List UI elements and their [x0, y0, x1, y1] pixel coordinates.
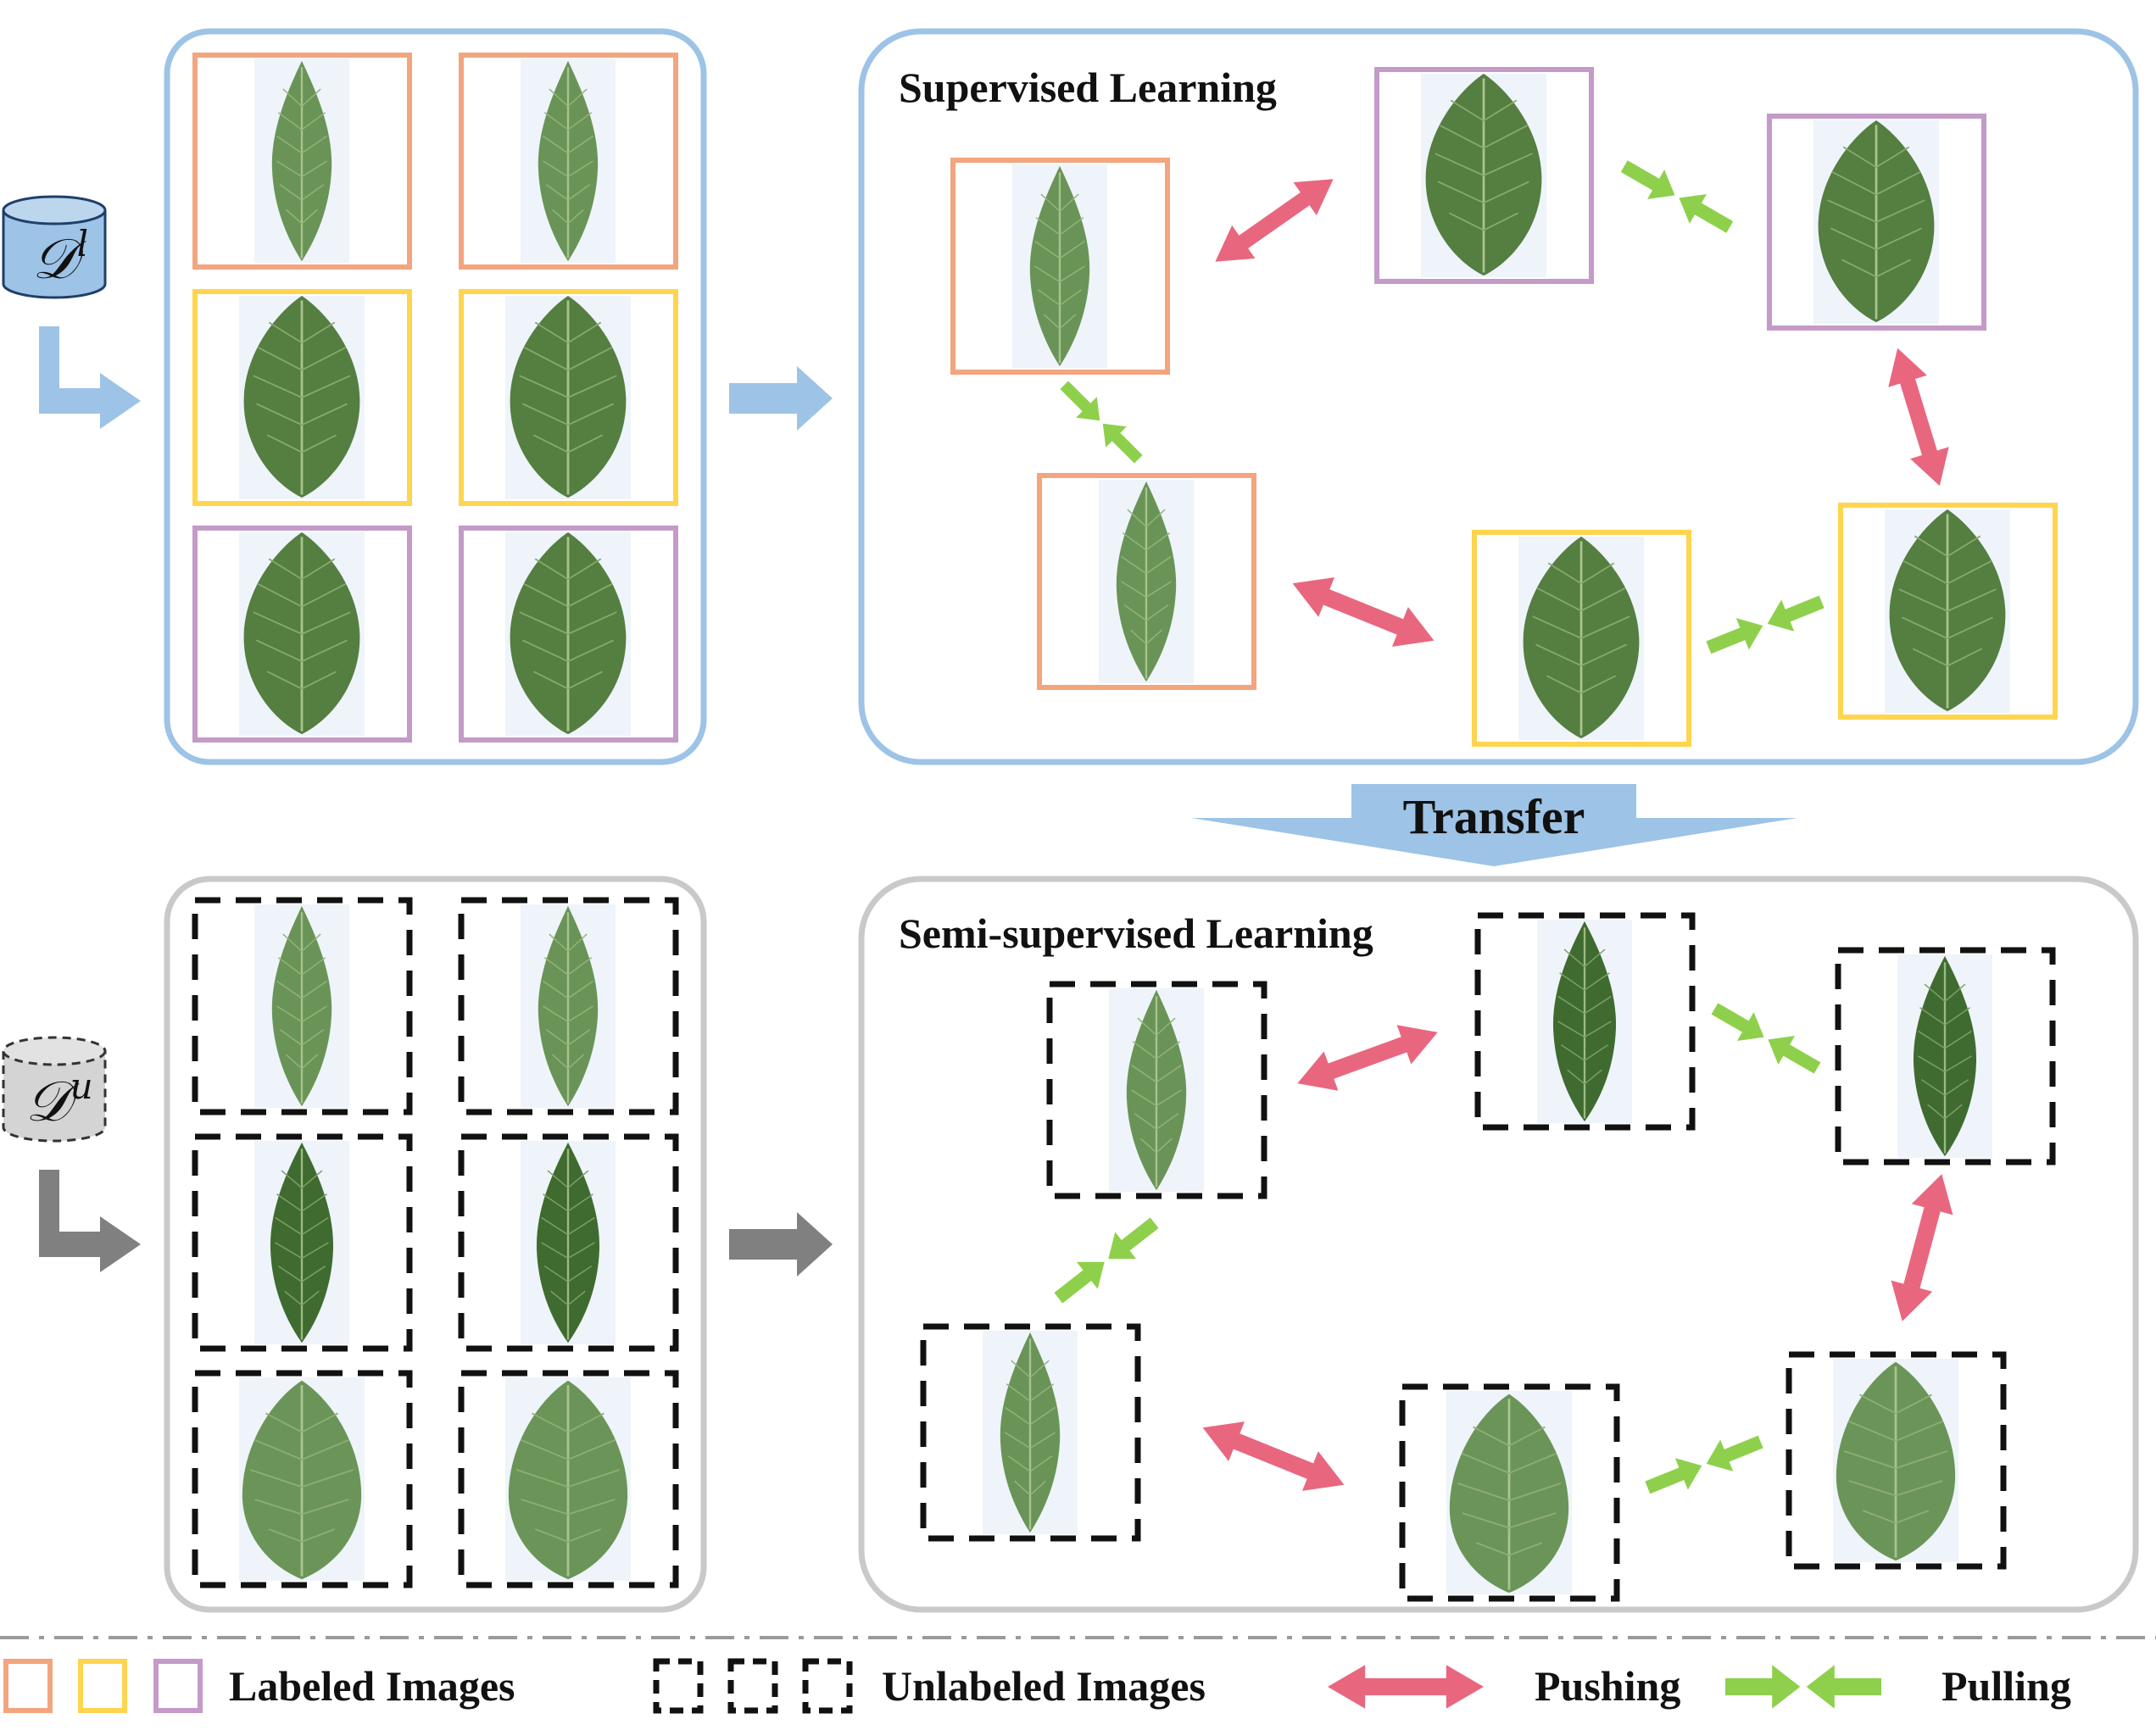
labeled-dataset-cylinder-icon: 𝒟l [2, 195, 107, 299]
labeled-image-2 [459, 53, 678, 270]
labeled-image-4 [459, 289, 678, 506]
semi-node-3 [1835, 947, 2056, 1165]
unlabeled-image-5 [192, 1370, 413, 1588]
labeled-to-supervised-arrow-icon [729, 366, 833, 431]
unlabeled-image-2 [458, 897, 679, 1115]
labeled-image-3 [192, 289, 412, 506]
supervised-node-orange-1 [950, 158, 1170, 375]
labeled-image-1 [192, 53, 412, 270]
unlabeled-grid [192, 897, 679, 1588]
supervised-node-purple-2 [1767, 114, 1986, 331]
svg-text:𝒟l: 𝒟l [32, 223, 88, 292]
unlabeled-input-arrow-icon [39, 1170, 141, 1272]
supervised-node-orange-2 [1037, 473, 1256, 690]
semi-supervised-learning-title: Semi-supervised Learning [899, 910, 1373, 957]
legend-dashed-box-1 [653, 1658, 704, 1714]
legend-pulling-text: Pulling [1942, 1662, 2071, 1710]
legend-pull-arrow-icon [1725, 1665, 1881, 1709]
semi-node-4 [920, 1323, 1141, 1542]
legend-unlabeled-text: Unlabeled Images [882, 1662, 1206, 1710]
unlabeled-image-1 [192, 897, 413, 1115]
labeled-image-5 [192, 526, 412, 743]
legend-labeled-text: Labeled Images [229, 1662, 515, 1710]
legend-yellow-box [78, 1659, 127, 1713]
supervised-node-purple-1 [1374, 67, 1594, 284]
labeled-image-6 [459, 526, 678, 743]
legend-purple-box [153, 1659, 203, 1713]
legend: Labeled Images Unlabeled Images Pushing … [3, 1658, 2071, 1714]
unlabeled-to-semi-arrow-icon [729, 1212, 833, 1277]
unlabeled-image-4 [458, 1133, 679, 1352]
supervised-node-yellow-2 [1838, 503, 2058, 720]
semi-node-6 [1786, 1351, 2007, 1570]
semi-node-5 [1399, 1383, 1620, 1602]
transfer-arrow-icon [1191, 784, 1797, 866]
unlabeled-dataset-sup: u [70, 1065, 93, 1107]
labeled-dataset-sup: l [77, 223, 88, 264]
semi-node-1 [1046, 981, 1267, 1199]
supervised-node-yellow-1 [1472, 530, 1691, 747]
legend-dashed-box-3 [802, 1658, 853, 1714]
labeled-input-arrow-icon [39, 326, 141, 429]
svg-text:𝒟u: 𝒟u [25, 1065, 93, 1134]
legend-orange-box [3, 1659, 53, 1713]
semi-node-2 [1474, 912, 1696, 1131]
unlabeled-image-3 [192, 1133, 413, 1352]
labeled-grid [192, 53, 678, 743]
unlabeled-image-6 [458, 1370, 679, 1588]
unlabeled-dataset-cylinder-icon: 𝒟u [2, 1036, 107, 1143]
legend-push-arrow-icon [1328, 1665, 1484, 1709]
supervised-learning-title: Supervised Learning [899, 64, 1277, 111]
legend-pushing-text: Pushing [1535, 1662, 1680, 1710]
legend-dashed-box-2 [727, 1658, 778, 1714]
transfer-label: Transfer [1403, 789, 1585, 844]
